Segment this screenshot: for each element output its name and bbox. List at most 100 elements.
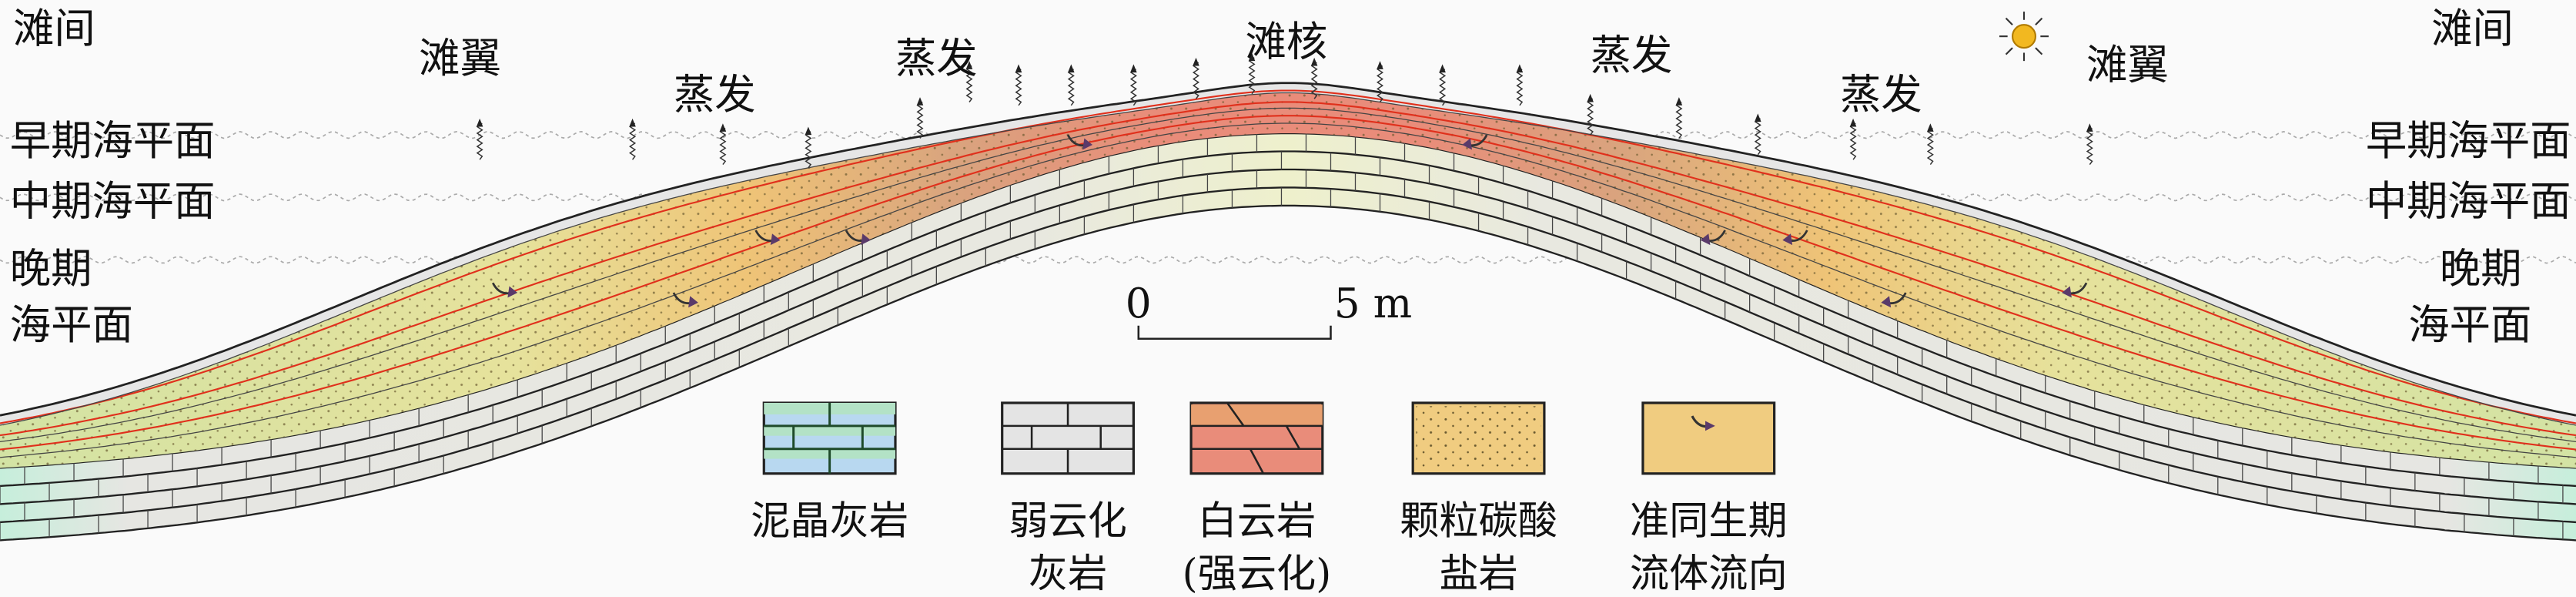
label-evaporation: 蒸发: [895, 34, 978, 82]
arrowhead: [1439, 64, 1446, 73]
flow-arrowhead: [1881, 296, 1892, 308]
wavy-up-arrow-icon: [719, 128, 727, 166]
legend-item-fluid-flow: 准同生期 流体流向: [1630, 401, 1788, 597]
legend-label: 准同生期: [1630, 498, 1788, 545]
wavy-up-arrow-icon: [1587, 98, 1594, 136]
bed-boundary: [0, 168, 2576, 505]
flow-arrowhead: [1082, 138, 1093, 150]
wavy-up-arrow-icon: [1926, 128, 1934, 166]
legend-item-weakly-dolomitized-limestone: 弱云化 灰岩: [1001, 401, 1136, 597]
sun-icon: [1999, 12, 2049, 62]
flow-arrowhead: [1700, 233, 1711, 246]
wavy-up-arrow-icon: [1310, 62, 1318, 99]
limestone-beds: [0, 133, 2576, 541]
arrowhead: [719, 123, 727, 132]
arrowhead: [1927, 123, 1934, 132]
scale-end: 5 m: [1334, 279, 1412, 327]
label-late-sea-level-right: 晚期: [2440, 244, 2522, 293]
arrowhead: [1248, 52, 1256, 62]
label-late-sea-level-left: 海平面: [10, 300, 133, 349]
legend-label: (强云化): [1183, 551, 1332, 597]
label-late-sea-level-left: 晚期: [10, 244, 92, 293]
wavy-up-arrow-icon: [1015, 69, 1022, 106]
arrowhead: [476, 118, 483, 127]
arrowhead: [1849, 118, 1857, 127]
arrowhead: [1068, 64, 1075, 73]
top-layer-base: [0, 92, 2576, 426]
label-shoal-core: 滩核: [1246, 18, 1328, 66]
label-middle-sea-level-left: 中期海平面: [10, 177, 216, 226]
bed-line: [0, 107, 2576, 443]
bed-boundary: [0, 204, 2576, 542]
red-boundary-line: [0, 115, 2576, 451]
sea-level-wave: [0, 131, 2576, 139]
arrowhead: [965, 61, 973, 69]
label-shoal-flank-right: 滩翼: [2086, 41, 2169, 89]
wavy-up-arrow-icon: [1516, 69, 1524, 106]
arrowhead: [1015, 64, 1022, 73]
flow-arrowhead: [1782, 233, 1793, 246]
wavy-up-arrow-icon: [629, 122, 637, 160]
label-late-sea-level-right: 海平面: [2408, 300, 2531, 349]
legend-label: 白云岩: [1198, 498, 1316, 545]
flow-arrowhead: [2062, 286, 2072, 298]
strata: [0, 82, 2576, 542]
label-evaporation: 蒸发: [674, 70, 756, 119]
flow-arrowhead: [770, 233, 781, 246]
label-shoal-flank-left: 滩翼: [419, 34, 501, 82]
arrowhead: [805, 126, 812, 136]
label-inter-shoal-left: 滩间: [13, 5, 95, 53]
fluid-flow-swatch: [1641, 401, 1776, 475]
wavy-up-arrow-icon: [1192, 62, 1200, 99]
flow-arrowhead: [861, 233, 871, 246]
legend-label: 灰岩: [1029, 551, 1107, 597]
label-early-sea-level-left: 早期海平面: [10, 116, 216, 165]
red-boundary-line: [0, 101, 2576, 437]
legend-label: 流体流向: [1630, 551, 1788, 597]
wavy-up-arrow-icon: [1376, 65, 1384, 102]
label-evaporation: 蒸发: [1591, 31, 1673, 79]
red-boundary-line: [0, 89, 2576, 424]
sea-level-wave: [0, 256, 2576, 264]
arrowhead: [629, 118, 636, 127]
wavy-up-arrow-icon: [916, 101, 924, 139]
legend-item-micritic-limestone: 泥晶灰岩: [751, 401, 908, 545]
wavy-up-arrow-icon: [1248, 57, 1256, 95]
flow-arrowhead: [507, 286, 518, 298]
wavy-up-arrow-icon: [2086, 128, 2093, 166]
label-inter-shoal-right: 滩间: [2431, 5, 2514, 53]
legend-item-grain-carbonate: 颗粒碳酸 盐岩: [1400, 401, 1557, 597]
arrowhead: [1193, 57, 1199, 66]
wavy-up-arrow-icon: [476, 122, 483, 160]
arrowhead: [1675, 97, 1683, 106]
label-middle-sea-level-right: 中期海平面: [2366, 177, 2571, 226]
legend-label: 颗粒碳酸: [1400, 498, 1557, 545]
legend-label: 弱云化: [1009, 498, 1127, 545]
wavy-up-arrow-icon: [1129, 69, 1137, 106]
arrowhead: [916, 97, 924, 106]
bed-boundary: [0, 150, 2576, 488]
wavy-up-arrow-icon: [805, 131, 812, 169]
arrowhead: [2086, 123, 2093, 132]
wavy-up-arrow-icon: [965, 65, 973, 102]
top-surface: [0, 82, 2576, 417]
legend-label: 盐岩: [1439, 551, 1517, 597]
flow-arrowhead: [1462, 138, 1472, 150]
arrowhead: [1377, 61, 1383, 69]
scale-bar: 0 5 m: [1126, 279, 1412, 340]
arrowhead: [1587, 93, 1594, 102]
legend: 泥晶灰岩 弱云化 灰岩 白云岩 (强云化) 颗粒碳酸 盐岩 准同生期 流体流向: [751, 401, 1788, 597]
grain-texture: [0, 82, 2576, 468]
arrowhead: [1755, 113, 1761, 122]
evaporation-arrows: [476, 52, 2093, 169]
arrowhead: [1130, 64, 1137, 73]
label-early-sea-level-right: 早期海平面: [2366, 116, 2571, 165]
wavy-up-arrow-icon: [1675, 101, 1683, 139]
arrowhead: [1516, 64, 1524, 73]
wavy-up-arrow-icon: [1849, 122, 1857, 160]
sea-level-wave: [0, 193, 2576, 202]
legend-item-dolomite: 白云岩 (强云化): [1183, 401, 1332, 597]
wavy-up-arrow-icon: [1754, 118, 1761, 156]
